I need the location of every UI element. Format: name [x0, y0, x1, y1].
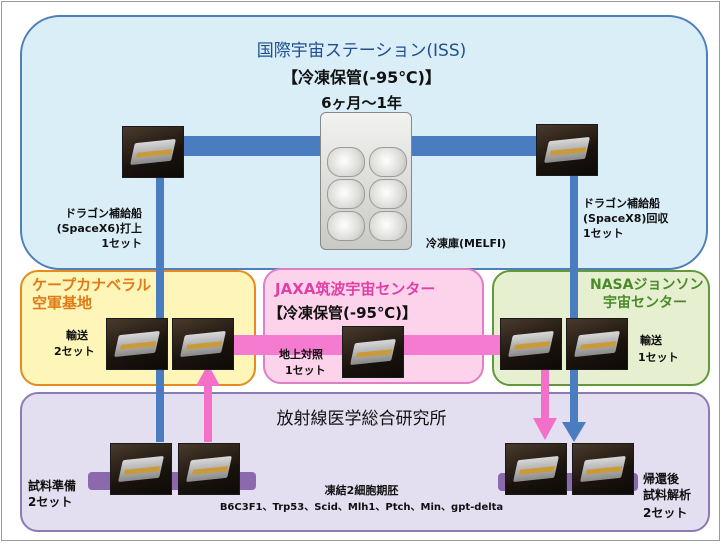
sample-image-nirs-4 — [572, 443, 634, 495]
sample-image-nirs-1 — [110, 443, 172, 495]
jaxa-storage-label: 【冷凍保管(-95℃)】 — [268, 304, 417, 322]
nasa-sets-label: 1セット — [638, 351, 679, 364]
sample-image-nirs-2 — [178, 443, 240, 495]
jaxa-return-arrow — [533, 368, 557, 440]
cape-title-line2: 空軍基地 — [32, 294, 93, 312]
iss-duration: 6ヶ月～1年 — [321, 94, 402, 112]
cape-sets-label: 2セット — [54, 345, 95, 358]
cape-transport-label: 輸送 — [66, 329, 88, 342]
freezer-door — [327, 179, 365, 209]
analysis-label-line2: 試料解析 — [643, 488, 692, 502]
iss-storage-label: 【冷凍保管(-95℃)】 — [282, 68, 441, 87]
nasa-transport-label: 輸送 — [640, 334, 662, 347]
freezer-door — [369, 211, 407, 241]
mouse-strains-label: B6C3F1、Trp53、Scid、Mlh1、Ptch、Min、gpt-delt… — [219, 502, 504, 513]
analysis-label-line3: 2セット — [643, 506, 688, 520]
uplink-label-line1: ドラゴン補給船 — [65, 207, 142, 220]
downlink-label-line2: (SpaceX8)回収 — [583, 212, 669, 225]
downlink-arrow — [562, 168, 586, 442]
analysis-label-line1: 帰還後 — [643, 472, 680, 486]
nasa-title-line2: 宇宙センター — [603, 295, 687, 311]
freezer-label: 冷凍庫(MELFI) — [426, 237, 507, 250]
jaxa-title: JAXA筑波宇宙センター — [275, 280, 436, 298]
frozen-embryo-label: 凍結2細胞期胚 — [324, 484, 399, 497]
sample-image-cape-1 — [106, 318, 168, 370]
jaxa-control-label: 地上対照 — [279, 348, 323, 361]
prep-label-line2: 2セット — [28, 495, 73, 509]
uplink-label-line3: 1セット — [101, 237, 142, 250]
sample-image-iss-left — [122, 126, 184, 178]
sample-image-nasa-1 — [500, 318, 562, 370]
prep-label-line1: 試料準備 — [28, 479, 77, 493]
downlink-label-line1: ドラゴン補給船 — [583, 197, 660, 210]
jaxa-sets-label: 1セット — [285, 364, 326, 377]
uplink-label-line2: (SpaceX6)打上 — [56, 222, 142, 235]
downlink-label-line3: 1セット — [583, 227, 624, 240]
freezer-door — [369, 147, 407, 177]
sample-image-cape-2 — [172, 318, 234, 370]
ground-control-arrow — [196, 364, 220, 442]
cape-title-line1: ケープカナベラル — [32, 276, 152, 294]
uplink-arrow — [148, 154, 172, 442]
melfi-freezer-image — [320, 112, 412, 250]
sample-image-nirs-3 — [505, 443, 567, 495]
freezer-door — [327, 211, 365, 241]
sample-image-nasa-2 — [566, 318, 628, 370]
sample-image-jaxa — [342, 326, 404, 378]
sample-image-iss-right — [536, 124, 598, 176]
nirs-title: 放射線医学総合研究所 — [276, 409, 447, 429]
iss-title: 国際宇宙ステーション(ISS) — [256, 41, 467, 61]
freezer-door — [327, 147, 365, 177]
freezer-door — [369, 179, 407, 209]
nasa-title-line1: NASAジョンソン — [590, 277, 704, 293]
